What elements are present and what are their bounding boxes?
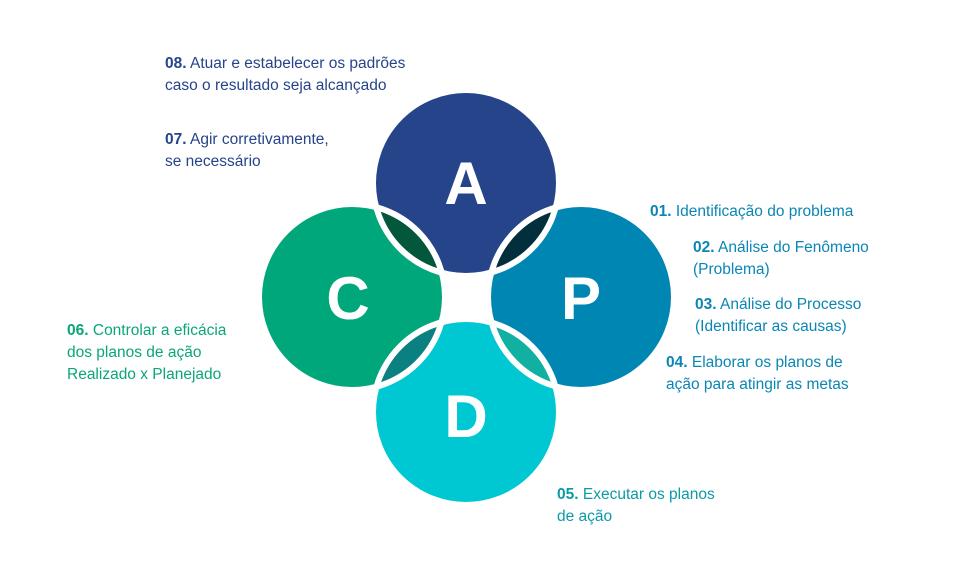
step-line: (Problema) (693, 261, 770, 278)
step-label-2: 02. Análise do Fenômeno (Problema) (693, 239, 869, 278)
step-line: caso o resultado seja alcançado (165, 77, 386, 94)
step-number: 08. (165, 55, 187, 72)
step-line: dos planos de ação (67, 344, 201, 361)
step-number: 07. (165, 131, 187, 148)
step-number: 02. (693, 239, 715, 256)
step-label-7: 07. Agir corretivamente, se necessário (165, 131, 329, 170)
step-line: (Identificar as causas) (695, 318, 847, 335)
step-line: 02. Análise do Fenômeno (693, 239, 869, 256)
step-number: 05. (557, 486, 579, 503)
step-line: 08. Atuar e estabelecer os padrões (165, 55, 406, 72)
step-label-3: 03. Análise do Processo (Identificar as c… (695, 296, 861, 335)
letter-p: P (561, 265, 601, 332)
step-label-4: 04. Elaborar os planos de ação para ating… (666, 354, 849, 393)
step-line: de ação (557, 508, 612, 525)
letter-a: A (444, 150, 487, 217)
step-label-8: 08. Atuar e estabelecer os padrões caso o… (165, 55, 406, 94)
letter-d: D (444, 383, 487, 450)
step-number: 04. (666, 354, 688, 371)
step-line: 05. Executar os planos (557, 486, 715, 503)
letter-c: C (326, 265, 369, 332)
step-line: Realizado x Planejado (67, 366, 221, 383)
step-label-6: 06. Controlar a eficácia dos planos de aç… (67, 322, 227, 383)
circle-outlines (256, 87, 677, 508)
step-number: 01. (650, 203, 672, 220)
step-number: 03. (695, 296, 717, 313)
step-line: 03. Análise do Processo (695, 296, 861, 313)
step-line: ação para atingir as metas (666, 376, 849, 393)
step-number: 06. (67, 322, 89, 339)
step-label-1: 01. Identificação do problema (650, 203, 854, 220)
step-line: 01. Identificação do problema (650, 203, 854, 220)
circle-plan (488, 204, 674, 390)
step-line: 07. Agir corretivamente, (165, 131, 329, 148)
circle-do (373, 319, 559, 505)
step-line: 04. Elaborar os planos de (666, 354, 843, 371)
step-label-5: 05. Executar os planos de ação (557, 486, 715, 525)
step-line: se necessário (165, 153, 261, 170)
step-line: 06. Controlar a eficácia (67, 322, 227, 339)
